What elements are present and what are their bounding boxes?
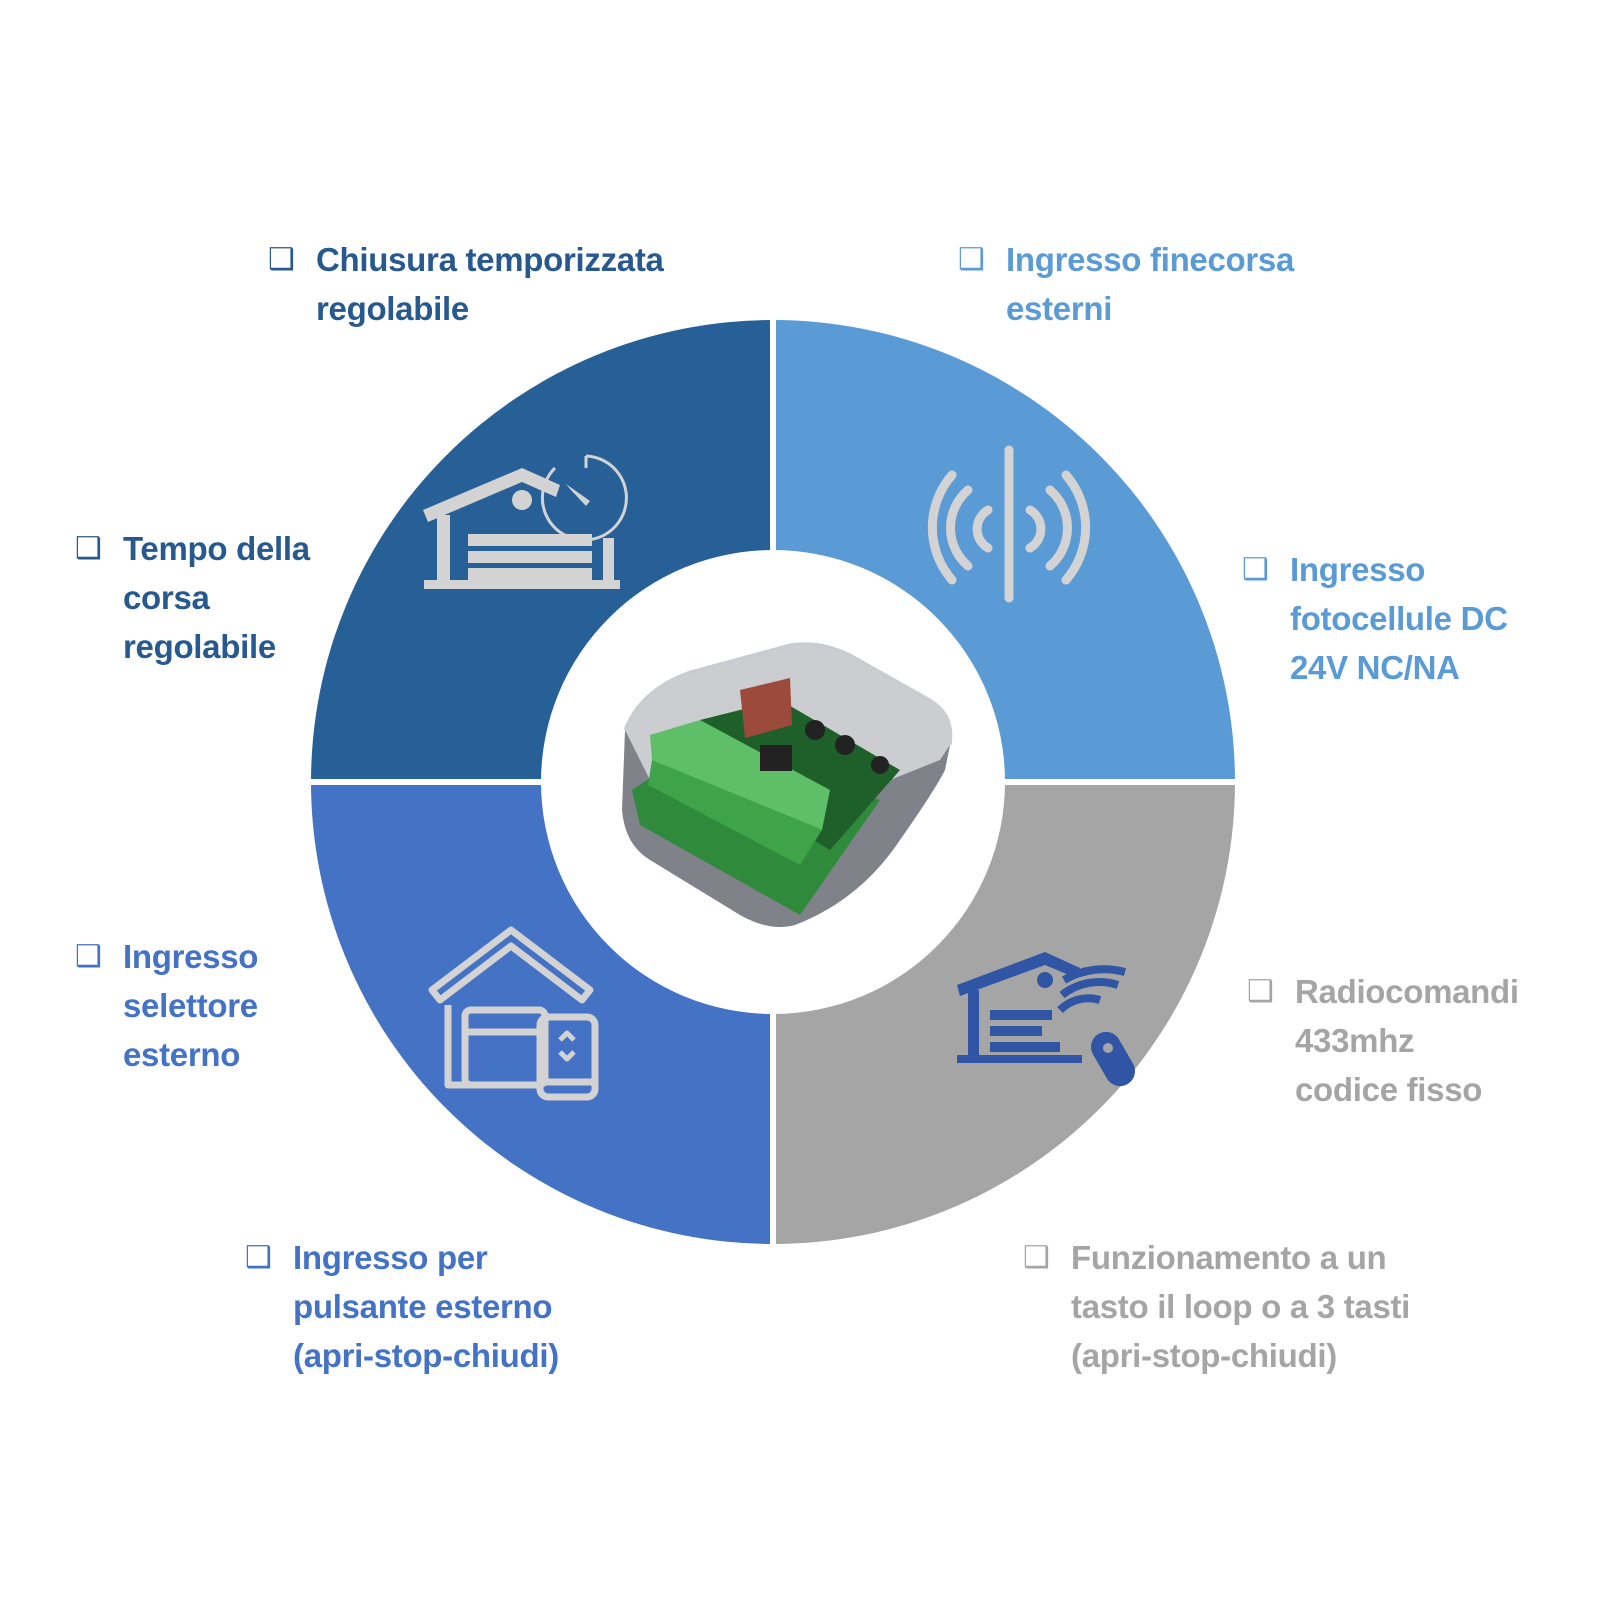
- checkbox-icon: ❑: [1247, 975, 1274, 1008]
- feature-fotocellule: ❑ Ingresso fotocellule DC 24V NC/NA: [1242, 545, 1508, 692]
- photocell-signal-icon: [927, 445, 1091, 603]
- checkbox-icon: ❑: [958, 243, 985, 276]
- checkbox-icon: ❑: [245, 1241, 272, 1274]
- feature-finecorsa: ❑ Ingresso finecorsa esterni: [958, 235, 1294, 333]
- checkbox-icon: ❑: [1023, 1241, 1050, 1274]
- garage-timer-icon: [423, 454, 628, 589]
- checkbox-icon: ❑: [268, 243, 295, 276]
- feature-radiocomandi: ❑ Radiocomandi 433mhz codice fisso: [1247, 967, 1519, 1114]
- checkbox-icon: ❑: [75, 532, 102, 565]
- feature-chiusura-temporizzata: ❑ Chiusura temporizzata regolabile: [268, 235, 664, 333]
- control-board-product: [622, 642, 953, 928]
- feature-tempo-corsa: ❑ Tempo della corsa regolabile: [75, 524, 310, 671]
- checkbox-icon: ❑: [1242, 553, 1269, 586]
- feature-selettore: ❑ Ingresso selettore esterno: [75, 932, 258, 1079]
- garage-selector-icon: [428, 926, 599, 1101]
- checkbox-icon: ❑: [75, 940, 102, 973]
- feature-funzionamento: ❑ Funzionamento a un tasto il loop o a 3…: [1023, 1233, 1410, 1380]
- garage-remote-icon: [957, 952, 1135, 1087]
- feature-pulsante: ❑ Ingresso per pulsante esterno (apri-st…: [245, 1233, 559, 1380]
